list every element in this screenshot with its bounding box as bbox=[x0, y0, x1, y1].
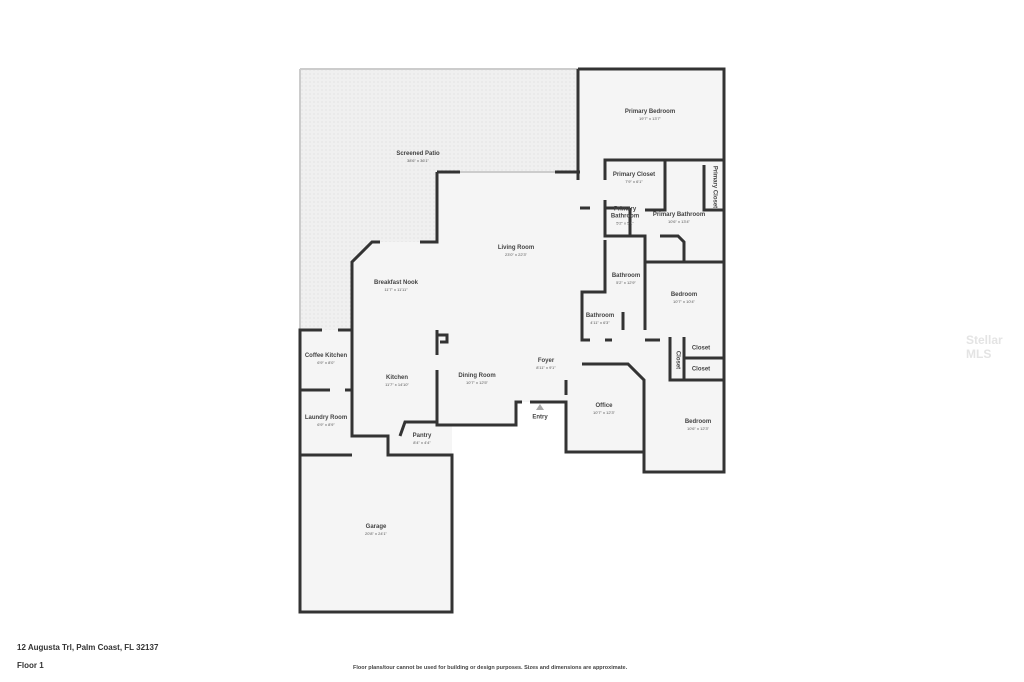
room-name: Coffee Kitchen bbox=[304, 353, 348, 359]
disclaimer: Floor plans/tour cannot be used for buil… bbox=[353, 665, 628, 671]
walls bbox=[298, 67, 726, 614]
room-name: Closet bbox=[674, 350, 681, 370]
room-dims: 6'9" x 8'0" bbox=[317, 360, 335, 365]
room-dims: 8'4" x 4'4" bbox=[413, 440, 431, 445]
room-name: Living Room bbox=[497, 245, 535, 251]
room-name: Office bbox=[595, 403, 613, 409]
floor-label: Floor 1 bbox=[17, 661, 44, 670]
room-dims: 8'11" x 9'1" bbox=[536, 365, 556, 370]
room-dims: 10'7" x 12'5" bbox=[466, 380, 488, 385]
room-primary-closet-2: Primary Closet bbox=[711, 166, 718, 208]
room-dims: 19'7" x 13'7" bbox=[639, 116, 661, 121]
room-closet: Closet bbox=[692, 346, 710, 353]
room-name: Breakfast Nook bbox=[373, 280, 419, 286]
room-name: Closet bbox=[691, 345, 711, 352]
room-dims: 5'2" x 12'9" bbox=[616, 280, 636, 285]
room-dims: 38'6" x 36'1" bbox=[407, 158, 429, 163]
room-closet-3: Closet bbox=[692, 367, 710, 374]
room-dims: 20'8" x 24'1" bbox=[365, 531, 387, 536]
room-dims: 10'6" x 13'4" bbox=[668, 219, 690, 224]
room-closet-2: Closet bbox=[674, 351, 681, 369]
room-name: Primary Bathroom bbox=[652, 212, 706, 218]
room-dims: 10'7" x 10'4" bbox=[673, 299, 695, 304]
room-name: Dining Room bbox=[458, 373, 496, 379]
room-name: Pantry bbox=[412, 433, 432, 439]
room-dims: 7'9" x 6'1" bbox=[625, 179, 643, 184]
room-entry: Entry bbox=[532, 415, 547, 422]
room-name: Bedroom bbox=[670, 292, 698, 298]
watermark: Stellar MLS bbox=[966, 333, 1003, 361]
room-dims: 23'0" x 22'3" bbox=[505, 252, 527, 257]
room-name: Laundry Room bbox=[304, 415, 348, 421]
room-name: Bathroom bbox=[611, 273, 641, 279]
room-name: Primary Closet bbox=[711, 165, 718, 209]
room-name: Garage bbox=[365, 524, 387, 530]
entry-marker bbox=[536, 404, 544, 410]
room-name: Bedroom bbox=[684, 419, 712, 425]
address: 12 Augusta Trl, Palm Coast, FL 32137 bbox=[17, 643, 159, 652]
room-dims: 10'7" x 12'3" bbox=[593, 410, 615, 415]
room-dims: 11'7" x 11'11" bbox=[384, 287, 408, 292]
room-name: Bathroom bbox=[585, 313, 615, 319]
room-name: Primary Bathroom bbox=[610, 206, 640, 220]
room-name: Closet bbox=[691, 366, 711, 373]
room-name: Foyer bbox=[537, 358, 555, 364]
room-name: Primary Bedroom bbox=[624, 109, 676, 115]
room-dims: 11'7" x 14'10" bbox=[385, 382, 409, 387]
room-name: Screened Patio bbox=[396, 151, 440, 157]
interior-floor bbox=[300, 69, 724, 612]
room-name: Kitchen bbox=[385, 375, 408, 381]
room-dims: 5'2" x 5'1" bbox=[616, 220, 634, 226]
room-dims: 4'11" x 6'3" bbox=[590, 320, 610, 325]
room-name: Primary Closet bbox=[612, 172, 656, 178]
room-dims: 10'6" x 12'3" bbox=[687, 426, 709, 431]
patio-floor bbox=[300, 69, 578, 330]
room-dims: 6'9" x 8'9" bbox=[317, 422, 335, 427]
room-name: Entry bbox=[532, 414, 548, 421]
